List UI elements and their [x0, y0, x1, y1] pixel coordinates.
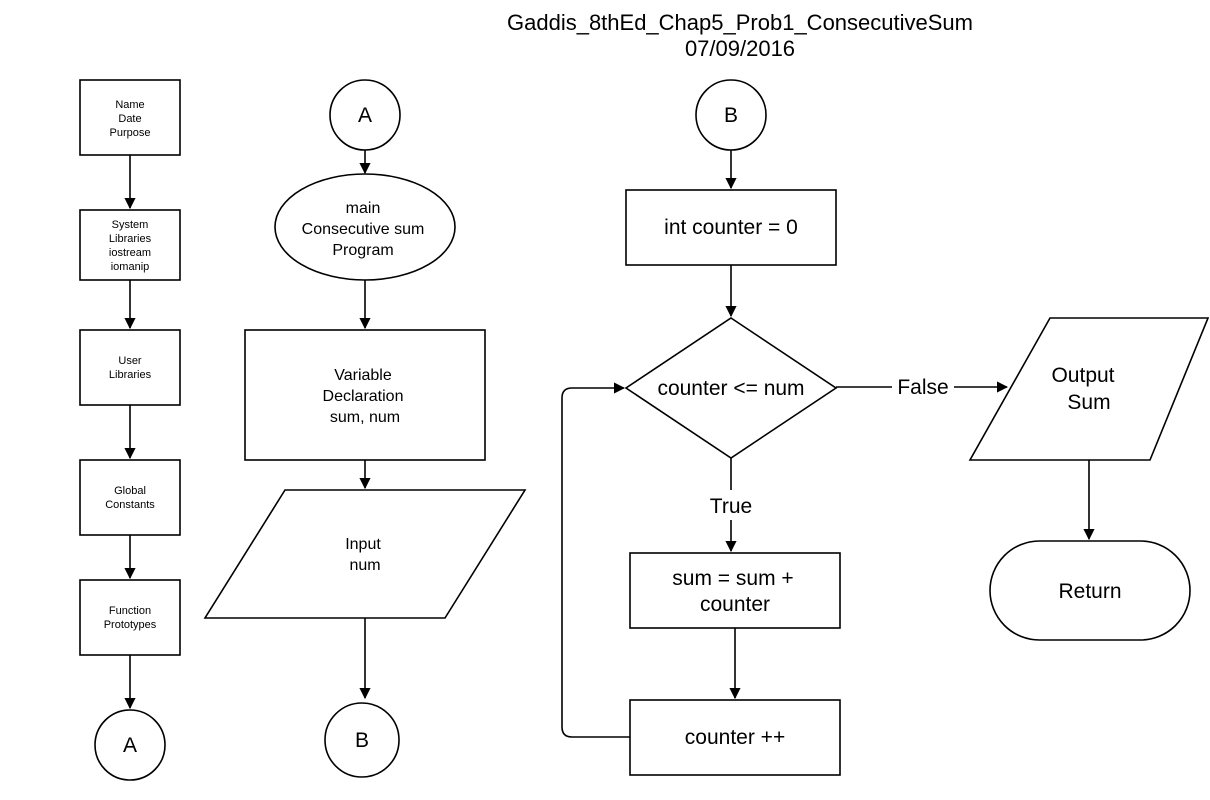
svg-text:Sum: Sum — [1067, 391, 1110, 414]
connector-a-bottom: A — [94, 709, 166, 781]
sum-accumulate-block: sum = sum + counter — [629, 552, 841, 629]
svg-text:Declaration: Declaration — [323, 388, 404, 405]
function-prototypes-block: Function Prototypes — [79, 579, 181, 656]
variable-declaration-block: Variable Declaration sum, num — [244, 329, 486, 461]
svg-text:Return: Return — [1058, 580, 1121, 603]
svg-text:counter ++: counter ++ — [685, 726, 785, 749]
svg-text:Program: Program — [332, 242, 393, 259]
svg-text:B: B — [724, 104, 738, 127]
svg-text:Libraries: Libraries — [109, 369, 152, 381]
svg-text:Date: Date — [118, 113, 141, 125]
main-start-ellipse: main Consecutive sum Program — [274, 173, 456, 281]
loop-back-arrow — [561, 382, 630, 738]
svg-text:counter <= num: counter <= num — [657, 377, 804, 400]
true-label: True — [710, 495, 752, 518]
connector-b-top: B — [695, 79, 767, 151]
increment-counter-block: counter ++ — [629, 699, 841, 776]
svg-text:A: A — [123, 734, 137, 757]
svg-text:Purpose: Purpose — [110, 127, 151, 139]
diagram-date: 07/09/2016 — [684, 36, 796, 61]
svg-text:System: System — [112, 219, 149, 231]
svg-text:Libraries: Libraries — [109, 233, 152, 245]
user-libraries-block: User Libraries — [79, 329, 181, 406]
svg-text:Global: Global — [114, 485, 146, 497]
svg-text:Output: Output — [1051, 364, 1114, 387]
global-constants-block: Global Constants — [79, 459, 181, 536]
return-terminator: Return — [989, 540, 1191, 641]
svg-text:Constants: Constants — [105, 499, 155, 511]
svg-text:num: num — [349, 557, 380, 574]
svg-text:sum = sum +: sum = sum + — [672, 567, 793, 590]
svg-text:Function: Function — [109, 605, 151, 617]
svg-text:main: main — [346, 200, 381, 217]
svg-text:Prototypes: Prototypes — [104, 619, 157, 631]
svg-text:Name: Name — [115, 99, 144, 111]
output-sum-parallelogram: Output Sum — [968, 317, 1210, 461]
svg-text:A: A — [358, 104, 372, 127]
connector-b-bottom: B — [324, 702, 400, 778]
header-block-name-date-purpose: Name Date Purpose — [79, 79, 181, 156]
svg-text:Variable: Variable — [334, 367, 392, 384]
svg-text:Consecutive sum: Consecutive sum — [302, 221, 425, 238]
svg-text:User: User — [118, 355, 142, 367]
svg-text:sum, num: sum, num — [330, 409, 400, 426]
svg-text:iomanip: iomanip — [111, 261, 150, 273]
svg-text:iostream: iostream — [109, 247, 151, 259]
svg-text:counter: counter — [700, 593, 770, 616]
svg-text:B: B — [355, 729, 369, 752]
diagram-title: Gaddis_8thEd_Chap5_Prob1_ConsecutiveSum — [507, 10, 973, 35]
init-counter-block: int counter = 0 — [625, 189, 837, 266]
input-num-parallelogram: Input num — [203, 489, 527, 619]
svg-text:int counter = 0: int counter = 0 — [664, 216, 798, 239]
loop-condition-diamond: counter <= num — [624, 317, 838, 459]
false-label: False — [897, 376, 948, 399]
system-libraries-block: System Libraries iostream iomanip — [79, 209, 181, 281]
connector-a-top: A — [329, 79, 401, 151]
svg-text:Input: Input — [345, 536, 381, 553]
